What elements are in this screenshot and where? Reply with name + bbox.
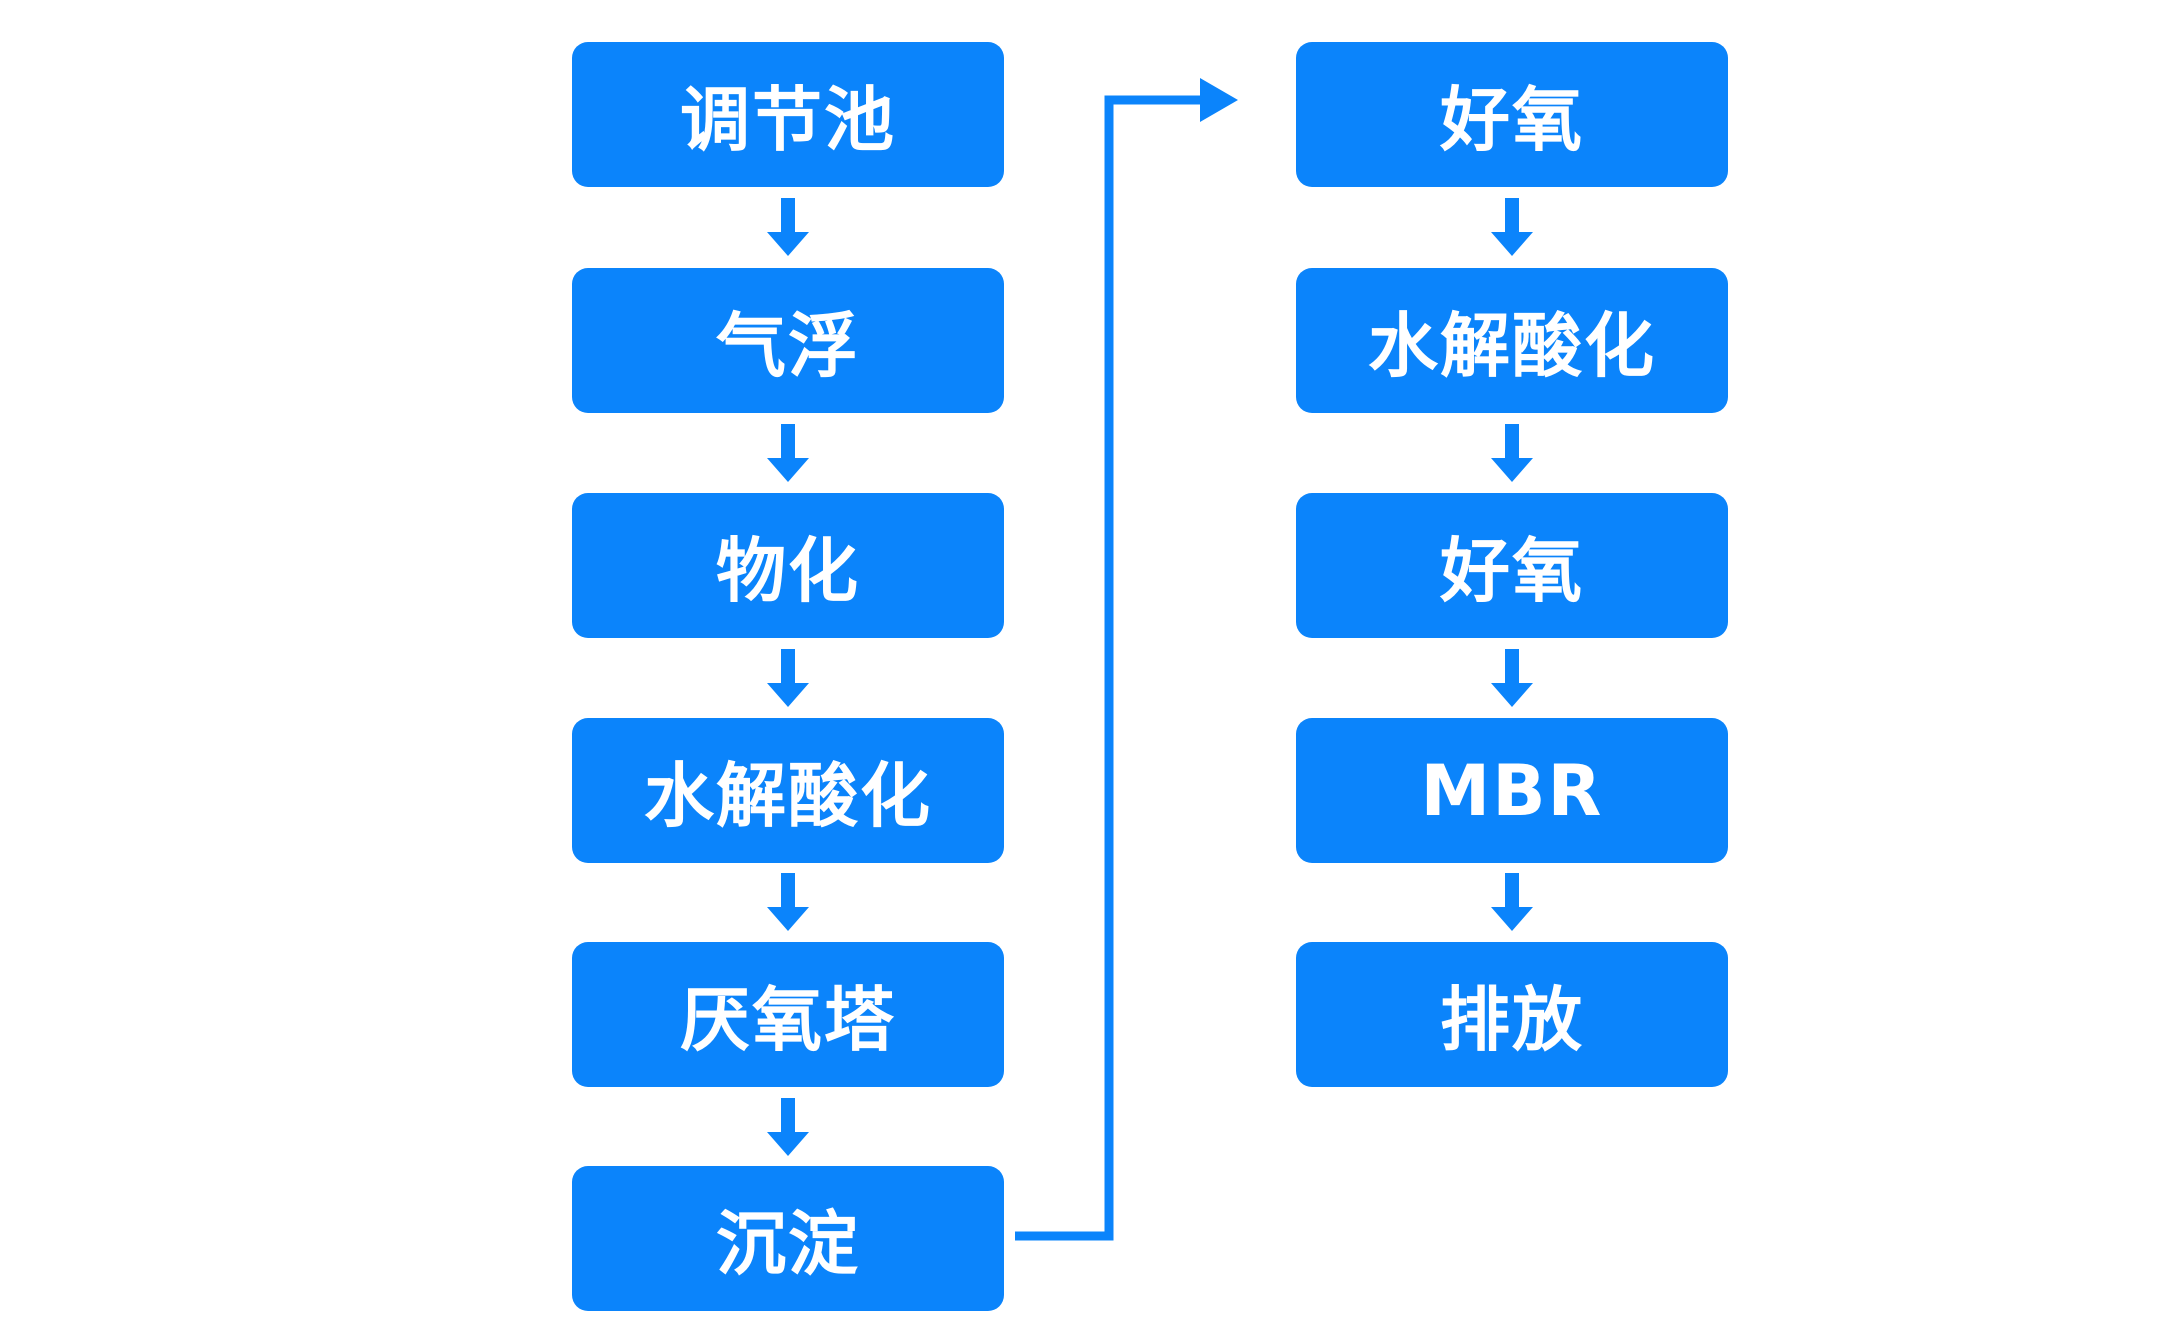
down-arrow-icon bbox=[1491, 873, 1533, 931]
down-arrow-icon bbox=[1491, 649, 1533, 707]
down-arrow-icon bbox=[767, 424, 809, 482]
arrowhead-right-icon bbox=[1200, 78, 1238, 122]
down-arrow-icon bbox=[767, 649, 809, 707]
connector-line bbox=[1015, 95, 1210, 1241]
step-paifang: 排放 bbox=[1296, 942, 1728, 1087]
step-tiaojiechi: 调节池 bbox=[572, 42, 1004, 187]
step-shuijie-suanhua-2: 水解酸化 bbox=[1296, 268, 1728, 413]
down-arrow-icon bbox=[1491, 198, 1533, 256]
down-arrow-icon bbox=[767, 873, 809, 931]
step-haoyang-2: 好氧 bbox=[1296, 493, 1728, 638]
step-qifu: 气浮 bbox=[572, 268, 1004, 413]
down-arrow-icon bbox=[767, 198, 809, 256]
down-arrow-icon bbox=[767, 1098, 809, 1156]
step-mbr: MBR bbox=[1296, 718, 1728, 863]
step-shuijie-suanhua-1: 水解酸化 bbox=[572, 718, 1004, 863]
down-arrow-icon bbox=[1491, 424, 1533, 482]
step-wuhua: 物化 bbox=[572, 493, 1004, 638]
step-yanyangta: 厌氧塔 bbox=[572, 942, 1004, 1087]
step-chendian: 沉淀 bbox=[572, 1166, 1004, 1311]
step-haoyang-1: 好氧 bbox=[1296, 42, 1728, 187]
